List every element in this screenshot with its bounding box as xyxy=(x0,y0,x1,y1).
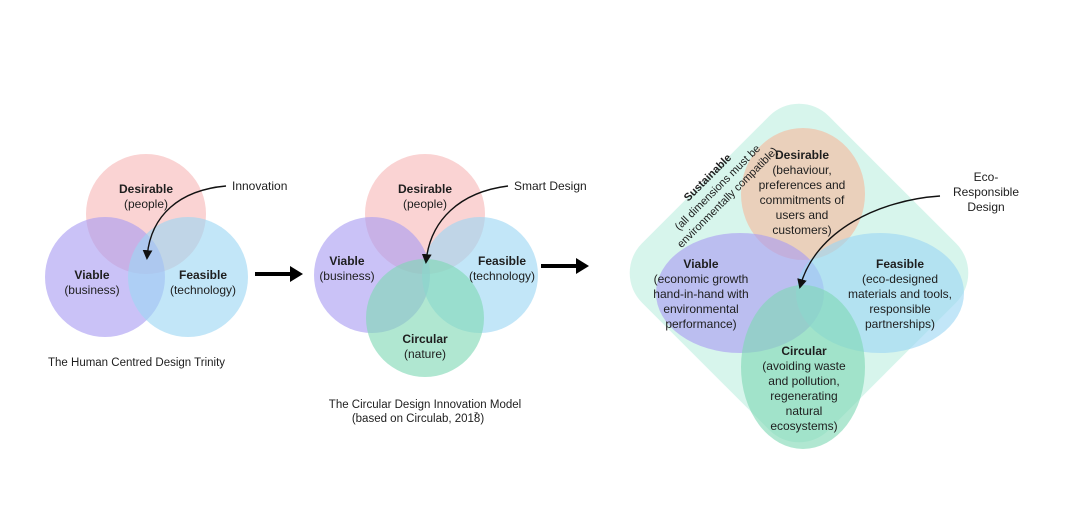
innovation-arrow xyxy=(142,185,227,260)
viable-line: environmental xyxy=(663,302,738,316)
viable-title: Viable xyxy=(683,257,718,271)
feasible-sub: (technology) xyxy=(469,269,535,283)
innovation-label: Innovation xyxy=(232,179,287,193)
viable-title: Viable xyxy=(74,268,109,282)
eco-label-line: Eco- xyxy=(974,170,999,184)
feasible-title: Feasible xyxy=(478,254,526,268)
feasible-title: Feasible xyxy=(876,257,924,271)
circular-line: and pollution, xyxy=(768,374,839,388)
viable-circle xyxy=(45,217,165,337)
connector-arrow-2 xyxy=(541,258,589,274)
viable-line: (economic growth xyxy=(654,272,749,286)
smart-design-label: Smart Design xyxy=(514,179,587,193)
human-centred-trinity: Desirable (people) Viable (business) Fea… xyxy=(45,154,287,369)
trinity-caption: The Human Centred Design Trinity xyxy=(48,357,225,369)
desirable-title: Desirable xyxy=(398,182,452,196)
viable-line: hand-in-hand with xyxy=(653,287,748,301)
desirable-line: (behaviour, xyxy=(772,163,831,177)
viable-sub: (business) xyxy=(319,269,374,283)
feasible-line: responsible xyxy=(869,302,931,316)
circular-circle xyxy=(366,259,484,377)
desirable-ellipse xyxy=(741,128,865,260)
eco-label-line: Design xyxy=(967,200,1004,214)
feasible-line: partnerships) xyxy=(865,317,935,331)
desirable-sub: (people) xyxy=(403,197,447,211)
feasible-line: materials and tools, xyxy=(848,287,952,301)
circular-design-model: Desirable (people) Viable (business) Fea… xyxy=(314,154,587,425)
circular-line: regenerating xyxy=(770,389,837,403)
circular-ellipse xyxy=(741,285,865,449)
eco-label-line: Responsible xyxy=(953,185,1019,199)
viable-sub: (business) xyxy=(64,283,119,297)
circular-model-caption-line1: The Circular Design Innovation Model xyxy=(329,399,521,411)
circular-line: ecosystems) xyxy=(770,419,837,433)
connector-arrow-1 xyxy=(255,266,303,282)
smart-design-arrow xyxy=(421,185,509,264)
circular-line: (avoiding waste xyxy=(762,359,846,373)
desirable-title: Desirable xyxy=(775,148,829,162)
feasible-title: Feasible xyxy=(179,268,227,282)
circular-title: Circular xyxy=(402,332,448,346)
feasible-circle xyxy=(128,217,248,337)
eco-responsible-arrow xyxy=(797,195,941,289)
desirable-sub: (people) xyxy=(124,197,168,211)
feasible-sub: (technology) xyxy=(170,283,236,297)
desirable-line: users and xyxy=(776,208,829,222)
viable-line: performance) xyxy=(665,317,736,331)
viable-title: Viable xyxy=(329,254,364,268)
circular-line: natural xyxy=(786,404,823,418)
desirable-line: customers) xyxy=(772,223,831,237)
circular-model-caption-line2: (based on Circulab, 2018) xyxy=(352,413,484,425)
circular-sub: (nature) xyxy=(404,347,446,361)
desirable-title: Desirable xyxy=(119,182,173,196)
desirable-line: preferences and xyxy=(759,178,846,192)
feasible-line: (eco-designed xyxy=(862,272,938,286)
desirable-line: commitments of xyxy=(760,193,845,207)
circular-title: Circular xyxy=(781,344,827,358)
caption-superscript: 7 xyxy=(474,412,478,419)
eco-responsible-model: Sustainable (all dimensions must be envi… xyxy=(629,103,1019,449)
